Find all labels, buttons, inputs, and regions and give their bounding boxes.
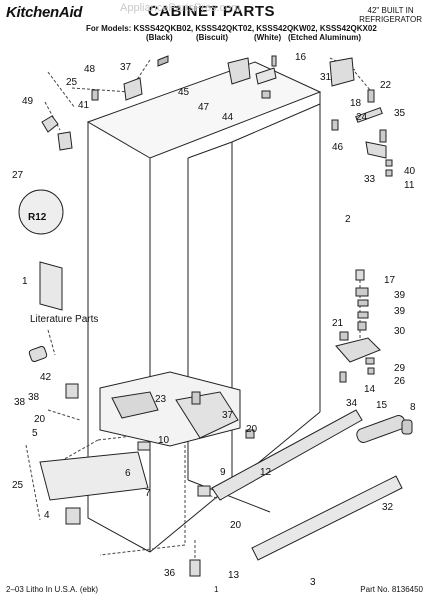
bottom-hinge-parts	[335, 269, 381, 383]
product-note: 42" BUILT IN REFRIGERATOR	[359, 6, 422, 24]
callout-5: 5	[32, 428, 38, 439]
callout-46: 46	[332, 142, 344, 153]
callout-11: 11	[404, 180, 415, 191]
callout-47: 47	[198, 102, 210, 113]
litho-note: 2–03 Litho In U.S.A. (ebk)	[6, 585, 99, 594]
callout-45: 45	[178, 87, 190, 98]
callout-42: 42	[40, 372, 52, 383]
cabinet-box	[86, 61, 322, 553]
variant-black: (Black)	[146, 33, 173, 42]
callout-7: 7	[145, 488, 151, 499]
callout-18: 18	[350, 98, 362, 109]
callout-41: 41	[78, 100, 90, 111]
product-note-line2: REFRIGERATOR	[359, 15, 422, 24]
callout-38: 38	[14, 397, 26, 408]
r12-stamp	[18, 189, 64, 235]
callout-1: 1	[22, 276, 28, 287]
callout-12: 12	[260, 467, 272, 478]
part-number: Part No. 8136450	[360, 585, 423, 594]
callout-13: 13	[228, 570, 240, 581]
r12-stamp-label: R12	[28, 212, 47, 223]
screw-20-a	[245, 429, 255, 439]
callout-20: 20	[34, 414, 46, 425]
callout-29: 29	[394, 363, 406, 374]
callout-37: 37	[120, 62, 132, 73]
callout-34: 34	[346, 398, 358, 409]
bracket-4	[65, 507, 81, 525]
variant-white: (White)	[254, 33, 282, 42]
callout-39: 39	[394, 306, 406, 317]
literature-part	[39, 261, 63, 311]
callout-23: 23	[155, 394, 167, 405]
callout-25: 25	[66, 77, 78, 88]
brand-logo: KitchenAid	[6, 4, 83, 21]
callout-27: 27	[12, 170, 24, 181]
part-42	[28, 345, 48, 363]
part-9	[197, 485, 211, 497]
base-assembly-5	[39, 451, 149, 501]
callout-16: 16	[295, 52, 307, 63]
callout-9: 9	[220, 467, 226, 478]
callout-24: 24	[356, 112, 368, 123]
page-number: 1	[214, 585, 219, 594]
callout-40: 40	[404, 166, 416, 177]
callout-48: 48	[84, 64, 96, 75]
callout-37: 37	[222, 410, 234, 421]
end-cap-8	[401, 419, 413, 435]
callout-36: 36	[164, 568, 176, 579]
callout-30: 30	[394, 326, 406, 337]
callout-33: 33	[364, 174, 376, 185]
callout-20: 20	[246, 424, 258, 435]
page-title: CABINET PARTS	[148, 3, 276, 20]
callout-10: 10	[158, 435, 170, 446]
top-hinge-parts	[41, 55, 393, 177]
variant-aluminum: (Etched Aluminum)	[288, 33, 362, 42]
callout-22: 22	[380, 80, 392, 91]
callout-21: 21	[332, 318, 344, 329]
watermark: AppliancePartsPros.com	[120, 2, 241, 14]
callout-31: 31	[320, 72, 332, 83]
variant-biscuit: (Biscuit)	[196, 33, 228, 42]
callout-15: 15	[376, 400, 388, 411]
callout-20: 20	[230, 520, 242, 531]
callout-4: 4	[44, 510, 50, 521]
callout-35: 35	[394, 108, 406, 119]
grille-32	[251, 475, 403, 561]
roller-15	[356, 415, 406, 443]
compressor-area	[111, 391, 159, 419]
callout-25: 25	[12, 480, 24, 491]
callout-39: 39	[394, 290, 406, 301]
product-note-line1: 42" BUILT IN	[367, 6, 414, 15]
bracket-36	[189, 559, 201, 577]
callout-6: 6	[125, 468, 131, 479]
bracket-38	[65, 383, 79, 399]
callout-32: 32	[382, 502, 394, 513]
kick-plate-34	[211, 409, 363, 501]
callout-17: 17	[384, 275, 396, 286]
callout-8: 8	[410, 402, 416, 413]
callout-38: 38	[28, 392, 40, 403]
callout-49: 49	[22, 96, 34, 107]
callout-3: 3	[310, 577, 316, 588]
part-37-clip	[191, 391, 201, 405]
literature-label: Literature Parts	[30, 314, 98, 325]
callout-2: 2	[345, 214, 351, 225]
callout-26: 26	[394, 376, 406, 387]
model-list: For Models: KSSS42QKB02, KSSS42QKT02, KS…	[86, 24, 377, 33]
callout-44: 44	[222, 112, 234, 123]
part-10	[137, 441, 151, 451]
callout-14: 14	[364, 384, 376, 395]
